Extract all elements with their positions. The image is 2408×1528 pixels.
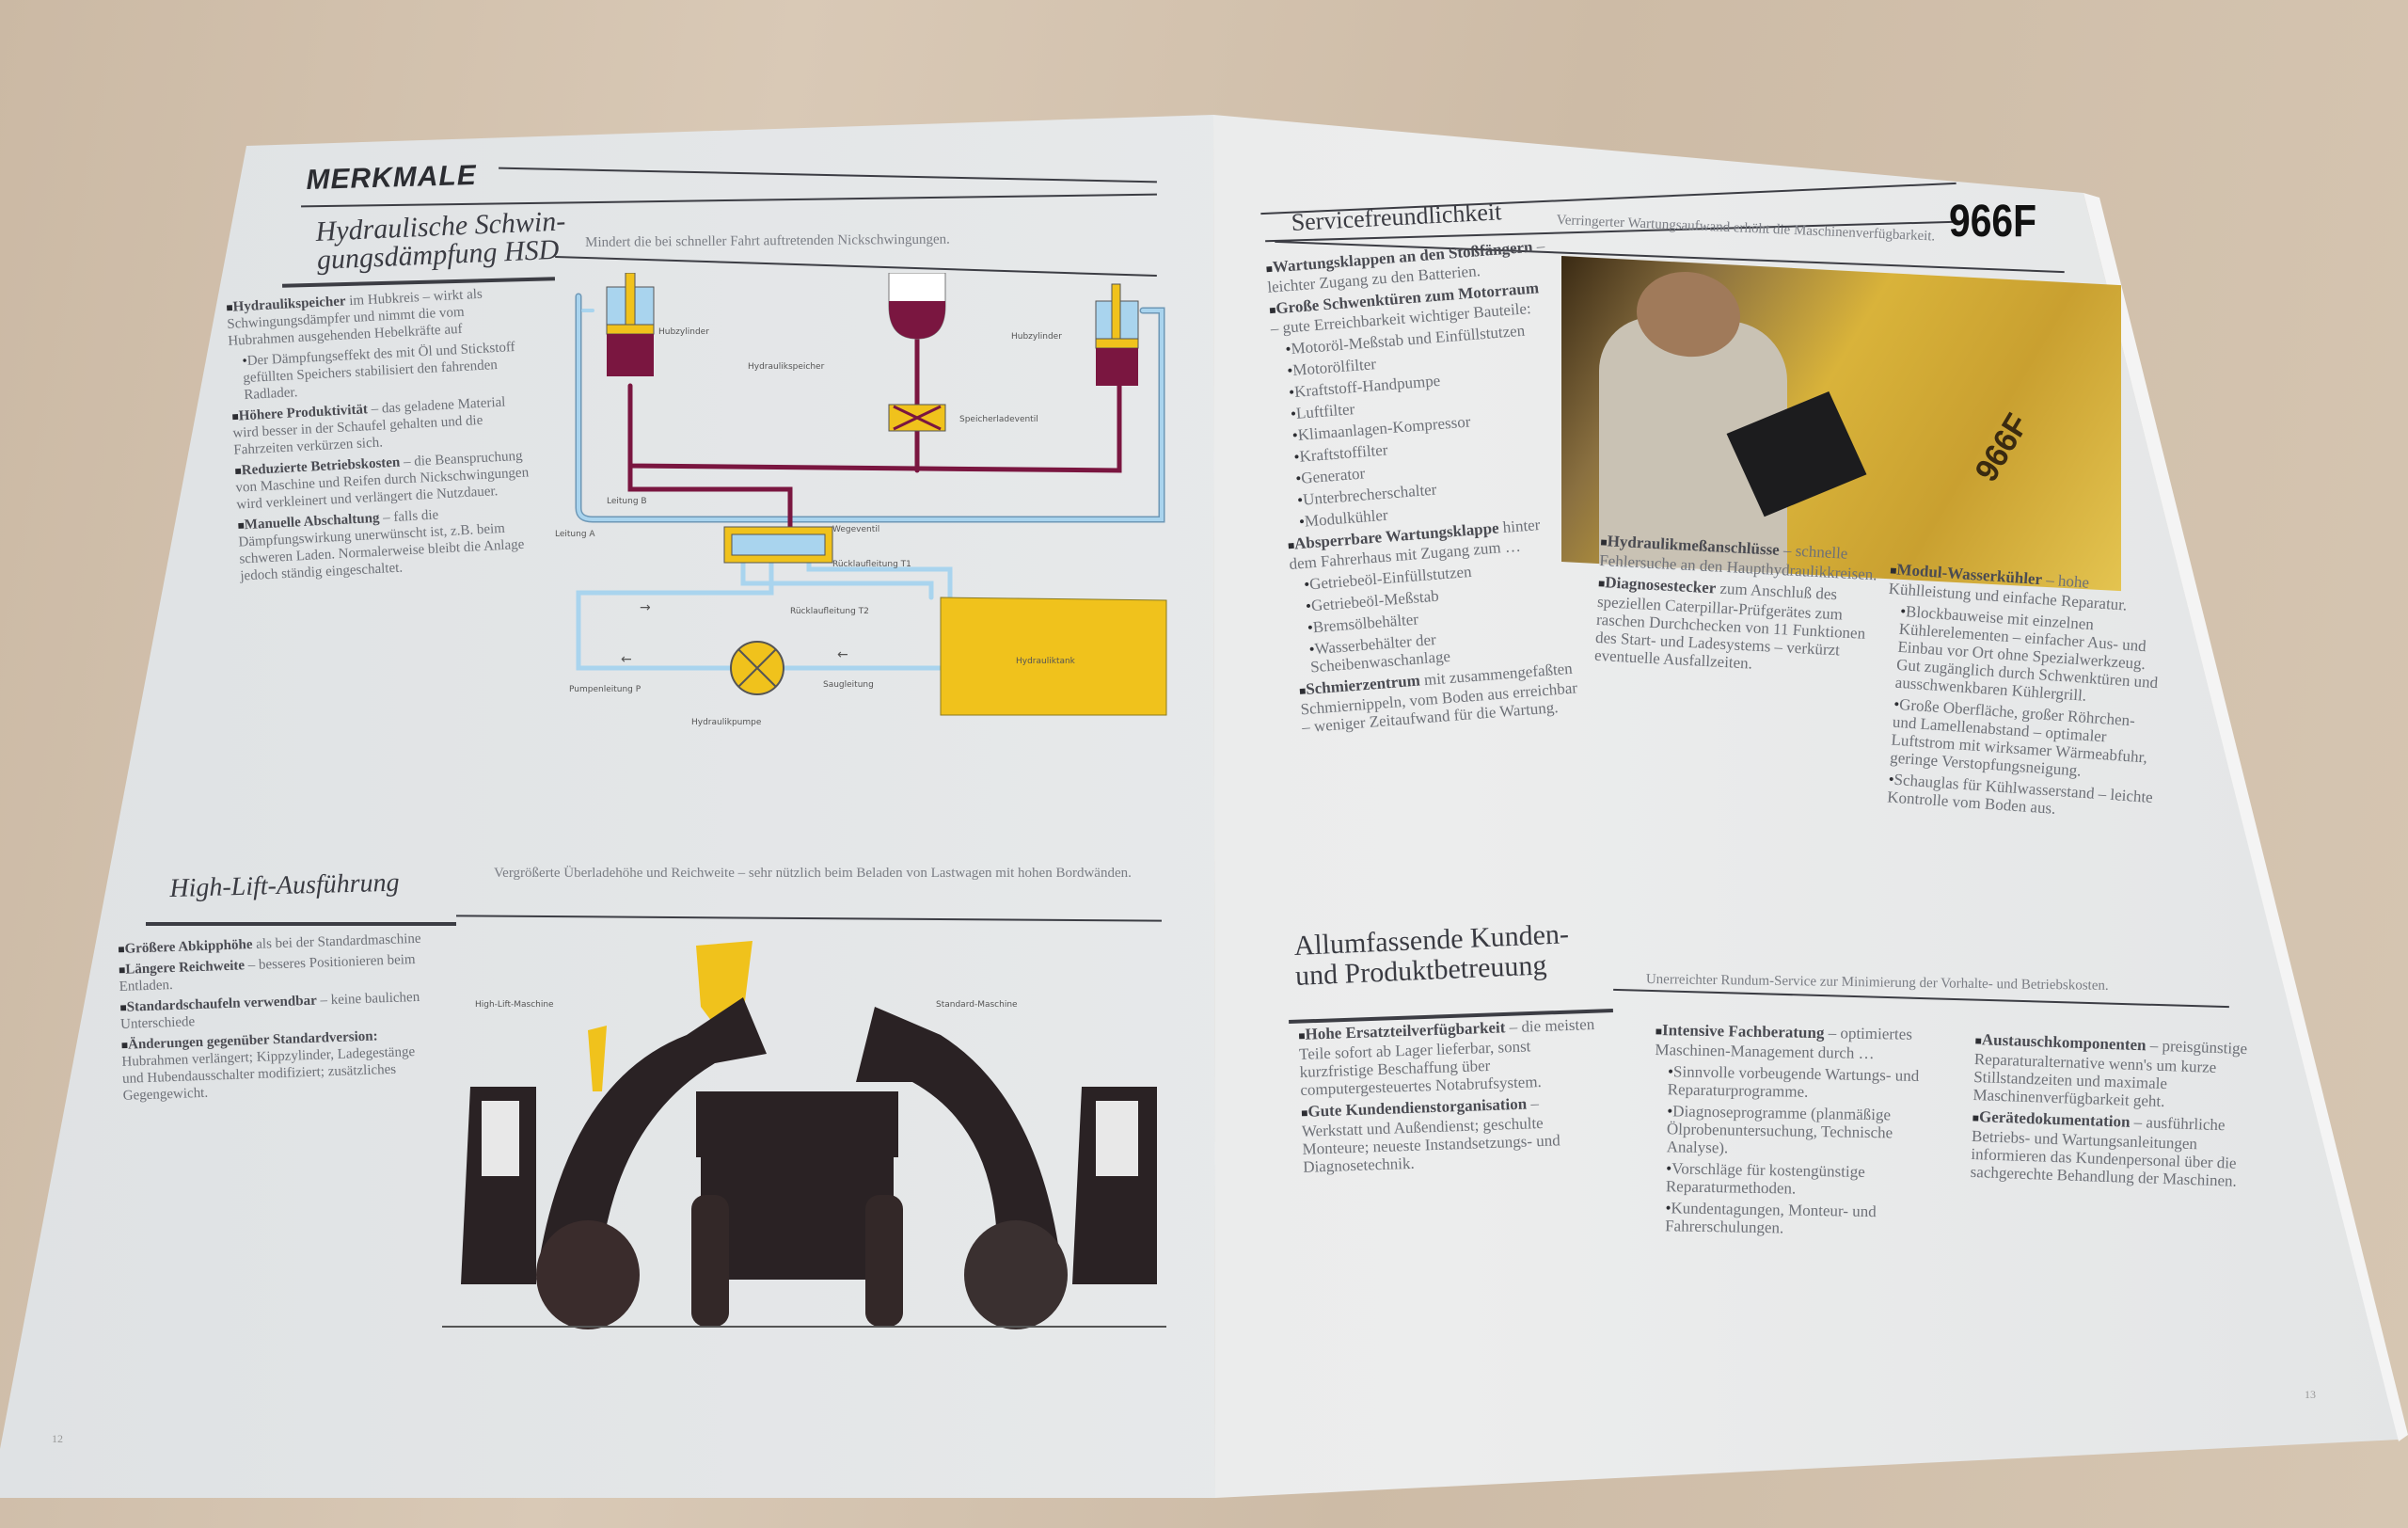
truck-body	[701, 1157, 894, 1280]
label-line-a: Leitung A	[555, 530, 595, 539]
model-number: 966F	[1949, 197, 2036, 247]
list-item-text: als bei der Standardmaschine	[252, 931, 421, 952]
label-cyl-left: Hubzylinder	[658, 327, 709, 337]
list-item: Änderungen gegenüber Standardversion: Hu…	[121, 1026, 434, 1104]
list-item: Standardschaufeln verwendbar – keine bau…	[119, 988, 431, 1032]
truck-bed	[696, 1091, 898, 1157]
accumulator	[888, 273, 946, 340]
list-item-text: Motorölfilter	[1291, 355, 1377, 380]
list-item-text: Generator	[1300, 464, 1366, 487]
support-col3: Austauschkomponenten – preisgünstige Rep…	[1970, 1030, 2248, 1194]
list-item-text: Kraftstoffilter	[1298, 440, 1389, 466]
label-suction: Saugleitung	[823, 680, 874, 690]
list-item: Kundentagungen, Monteur- und Fahrerschul…	[1652, 1199, 1944, 1239]
list-item: Hohe Ersatzteilverfügbarkeit – die meist…	[1298, 1015, 1602, 1099]
list-item-text: Kundentagungen, Monteur- und Fahrerschul…	[1665, 1199, 1877, 1237]
list-item-text: Luftfilter	[1295, 400, 1355, 422]
label-pump: Hydraulikpumpe	[691, 718, 762, 727]
label-highlift: High-Lift-Maschine	[475, 1000, 554, 1010]
list-item: Gerätedokumentation – ausführliche Betri…	[1970, 1107, 2245, 1190]
hsd-bullets: Hydraulikspeicher im Hubkreis – wirkt al…	[226, 283, 542, 588]
truck-wheel	[865, 1195, 903, 1327]
label-line-b: Leitung B	[607, 497, 647, 506]
list-item-text: Modulkühler	[1304, 505, 1389, 531]
standard-arm	[856, 1007, 1063, 1280]
cylinder-right	[1095, 283, 1139, 386]
label-accumulator: Hydraulikspeicher	[748, 362, 825, 372]
truck-wheel	[691, 1195, 729, 1327]
photo-model-label: 966F	[1968, 406, 2036, 488]
service-col2: Hydraulikmeßanschlüsse – schnelle Fehler…	[1593, 532, 1882, 683]
highlift-bullets: Größere Abkipphöhe als bei der Standardm…	[118, 930, 434, 1107]
list-item-term: Standardschaufeln verwendbar	[126, 993, 317, 1015]
list-item-text: zum Anschluß des speziellen Caterpillar-…	[1593, 579, 1866, 673]
list-item-term: Längere Reichweite	[125, 958, 246, 978]
service-col3: Modul-Wasserkühler – hohe Kühlleistung u…	[1874, 560, 2173, 828]
label-pump-line: Pumpenleitung P	[569, 685, 642, 694]
label-directional-valve: Wegeventil	[832, 525, 879, 534]
highlift-subtitle: Vergrößerte Überladehöhe und Reichweite …	[494, 866, 1132, 881]
return-t1	[740, 552, 934, 600]
service-col1: Wartungsklappen an den Stoßfängern – lei…	[1265, 236, 1584, 740]
list-item-text: Sinnvolle vorbeugende Wartungs- und Repa…	[1667, 1062, 1920, 1101]
hydraulic-tank	[940, 597, 1167, 716]
list-item: Intensive Fachberatung – optimiertes Mas…	[1655, 1021, 1947, 1063]
highlift-arm	[536, 997, 767, 1280]
list-item: Austauschkomponenten – preisgünstige Rep…	[1972, 1030, 2248, 1113]
list-item: Diagnosestecker zum Anschluß des speziel…	[1594, 573, 1881, 679]
list-item-text: Der Dämpfungseffekt des mit Öl und Stick…	[243, 339, 516, 404]
list-item: Gute Kundendienstorganisation – Werkstat…	[1301, 1092, 1605, 1176]
label-return-t1: Rücklaufleitung T1	[832, 560, 911, 569]
hydraulic-pump	[730, 641, 784, 695]
list-item: Sinnvolle vorbeugende Wartungs- und Repa…	[1655, 1062, 1947, 1103]
list-item: Blockbauweise mit einzelnen Kühlerelemen…	[1881, 601, 2169, 710]
list-item-term: Größere Abkipphöhe	[124, 936, 253, 957]
left-header: MERKMALE	[306, 160, 477, 197]
section-label: MERKMALE	[306, 159, 478, 196]
highlift-title: High-Lift-Ausführung	[168, 867, 400, 903]
list-item-text: Diagnoseprogramme (planmäßige Ölprobenun…	[1666, 1102, 1893, 1157]
list-item-text: Große Oberfläche, großer Röhrchen- und L…	[1889, 695, 2148, 780]
pump-line	[576, 552, 774, 671]
page-number-right: 13	[2305, 1388, 2316, 1401]
list-item: Längere Reichweite – besseres Positionie…	[119, 950, 430, 995]
label-tank: Hydrauliktank	[1016, 657, 1076, 666]
list-item-text: Blockbauweise mit einzelnen Kühlerelemen…	[1894, 602, 2159, 705]
hsd-subtitle: Mindert die bei schneller Fahrt auftrete…	[585, 231, 950, 250]
flow-arrow-icon: ←	[621, 652, 632, 667]
list-item: Manuelle Abschaltung – falls die Dämpfun…	[237, 501, 541, 585]
label-standard: Standard-Maschine	[936, 1000, 1018, 1010]
highlift-wheel	[536, 1220, 640, 1329]
directional-valve	[723, 526, 833, 564]
label-cyl-right: Hubzylinder	[1011, 332, 1062, 342]
label-return-t2: Rücklaufleitung T2	[790, 607, 869, 616]
list-item-text: – das geladene Material wird besser in d…	[232, 394, 506, 458]
support-col1: Hohe Ersatzteilverfügbarkeit – die meist…	[1298, 1015, 1605, 1180]
highlift-title-wrap: High-Lift-Ausführung	[168, 867, 400, 903]
divider	[146, 922, 456, 926]
list-item-term: Intensive Fachberatung	[1661, 1021, 1825, 1043]
list-item-text: Hubrahmen verlängert; Kippzylinder, Lade…	[121, 1044, 416, 1104]
label-charge-valve: Speicherladeventil	[959, 415, 1038, 424]
list-item-text: Vorschläge für kostengünstige Reparaturm…	[1665, 1159, 1865, 1198]
flow-arrow-icon: ←	[837, 647, 848, 662]
list-item: Diagnoseprogramme (planmäßige Ölprobenun…	[1654, 1102, 1946, 1160]
list-item: Vorschläge für kostengünstige Reparaturm…	[1653, 1159, 1945, 1200]
loader-comparison-illustration: High-Lift-Maschine Standard-Maschine	[442, 941, 1166, 1329]
flow-arrow-icon: →	[640, 600, 651, 615]
line-b	[627, 383, 1122, 473]
list-item-text: Wasserbehälter der Scheibenwaschanlage	[1309, 630, 1451, 676]
cylinder-left	[606, 273, 655, 376]
charge-valve	[888, 404, 946, 432]
support-title: Allumfassende Kunden- und Produktbetreuu…	[1293, 918, 1571, 992]
page-number-left: 12	[52, 1432, 63, 1445]
support-col2: Intensive Fachberatung – optimiertes Mas…	[1652, 1021, 1947, 1243]
hsd-title: Hydraulische Schwin- gungsdämpfung HSD	[315, 205, 567, 276]
standard-wheel	[964, 1220, 1068, 1329]
hydraulic-diagram: Hubzylinder Hubzylinder Hydraulikspeiche…	[555, 273, 1167, 727]
